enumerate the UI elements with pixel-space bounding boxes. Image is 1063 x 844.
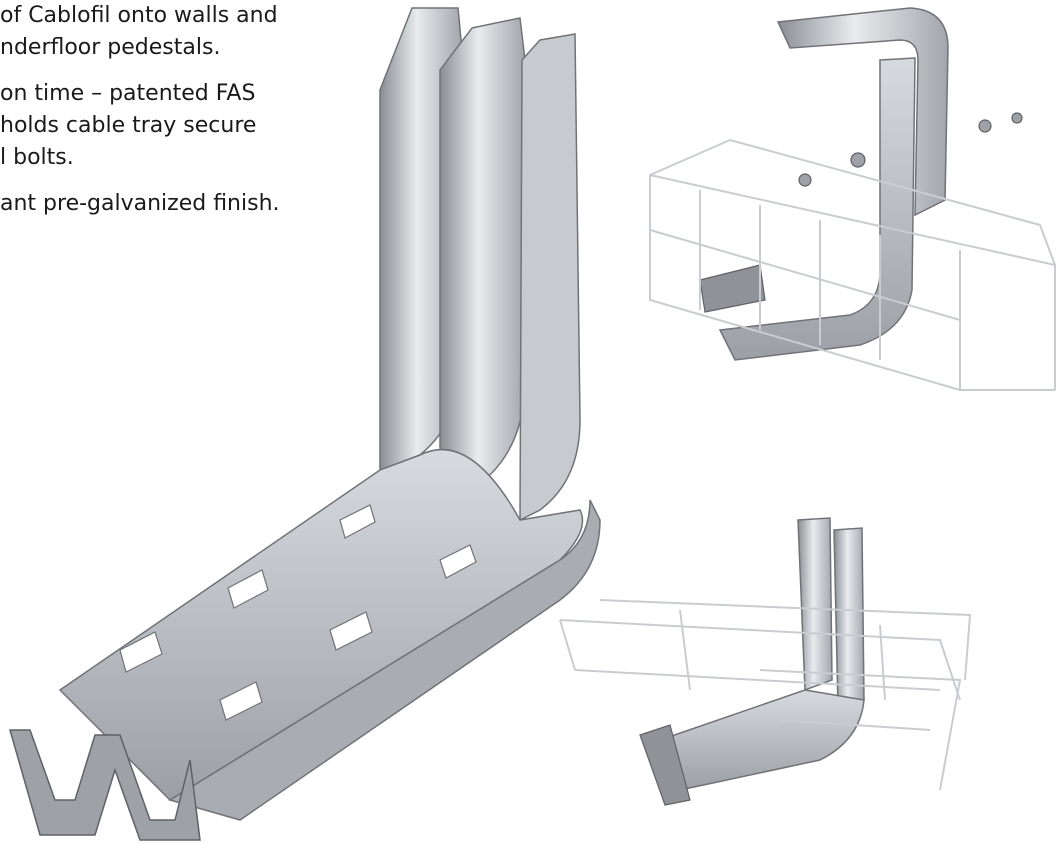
feature-text: of Cablofil onto walls and nderfloor ped… [0, 0, 360, 234]
feature-paragraph-2: on time – patented FAS holds cable tray … [0, 78, 360, 174]
text-line: holds cable tray secure [0, 113, 257, 138]
feature-paragraph-1: of Cablofil onto walls and nderfloor ped… [0, 0, 360, 64]
wall-hanger-image [649, 7, 1056, 391]
text-line: on time – patented FAS [0, 81, 256, 106]
floor-support-image [559, 517, 972, 806]
text-line: of Cablofil onto walls and [0, 3, 278, 28]
large-bracket-image [9, 7, 601, 841]
text-line: l bolts. [0, 145, 74, 170]
feature-paragraph-3: ant pre-galvanized finish. [0, 188, 360, 220]
text-line: nderfloor pedestals. [0, 35, 221, 60]
text-line: ant pre-galvanized finish. [0, 191, 280, 216]
